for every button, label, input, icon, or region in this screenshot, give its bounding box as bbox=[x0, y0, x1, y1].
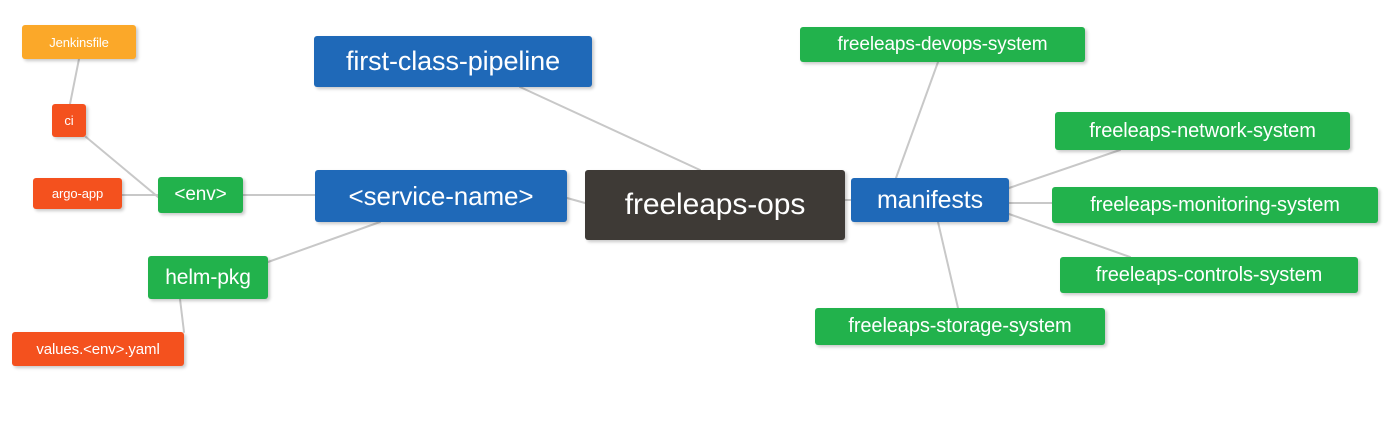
edge-first-class-pipeline-to-freeleaps-ops bbox=[519, 86, 701, 171]
edge-devops-system-to-manifests bbox=[895, 61, 939, 179]
node-label: argo-app bbox=[51, 186, 104, 201]
node-label: freeleaps-network-system bbox=[1089, 119, 1316, 142]
node-freeleaps-ops[interactable]: freeleaps-ops bbox=[585, 170, 845, 240]
node-env[interactable]: <env> bbox=[158, 177, 243, 213]
node-label: freeleaps-storage-system bbox=[848, 315, 1072, 337]
node-label: helm-pkg bbox=[165, 265, 251, 289]
node-label: freeleaps-monitoring-system bbox=[1090, 193, 1340, 216]
edge-values-yaml-to-helm-pkg bbox=[179, 298, 185, 333]
edge-service-name-to-freeleaps-ops bbox=[566, 197, 586, 204]
node-storage-system[interactable]: freeleaps-storage-system bbox=[815, 308, 1105, 345]
edge-manifests-to-network-system bbox=[1008, 149, 1121, 189]
node-label: first-class-pipeline bbox=[345, 46, 561, 76]
node-label: <env> bbox=[174, 184, 227, 205]
node-label: freeleaps-controls-system bbox=[1095, 263, 1323, 286]
node-network-system[interactable]: freeleaps-network-system bbox=[1055, 112, 1350, 150]
node-label: Jenkinsfile bbox=[49, 34, 109, 50]
node-devops-system[interactable]: freeleaps-devops-system bbox=[800, 27, 1085, 62]
node-argo-app[interactable]: argo-app bbox=[33, 178, 122, 209]
node-service-name[interactable]: <service-name> bbox=[315, 170, 567, 222]
node-label: values.<env>.yaml bbox=[36, 340, 160, 358]
node-controls-system[interactable]: freeleaps-controls-system bbox=[1060, 257, 1358, 293]
node-label: freeleaps-devops-system bbox=[837, 33, 1048, 55]
node-values-yaml[interactable]: values.<env>.yaml bbox=[12, 332, 184, 366]
node-ci[interactable]: ci bbox=[52, 104, 86, 137]
node-label: <service-name> bbox=[348, 180, 534, 211]
node-monitoring-system[interactable]: freeleaps-monitoring-system bbox=[1052, 187, 1378, 223]
node-manifests[interactable]: manifests bbox=[851, 178, 1009, 222]
node-helm-pkg[interactable]: helm-pkg bbox=[148, 256, 268, 299]
edge-manifests-to-storage-system bbox=[937, 221, 959, 309]
edge-jenkinsfile-to-ci bbox=[69, 58, 80, 105]
node-label: freeleaps-ops bbox=[624, 188, 806, 221]
node-label: ci bbox=[64, 113, 74, 128]
edge-helm-pkg-to-service-name bbox=[267, 221, 381, 263]
node-first-class-pipeline[interactable]: first-class-pipeline bbox=[314, 36, 592, 87]
node-label: manifests bbox=[876, 185, 984, 214]
node-jenkinsfile[interactable]: Jenkinsfile bbox=[22, 25, 136, 59]
